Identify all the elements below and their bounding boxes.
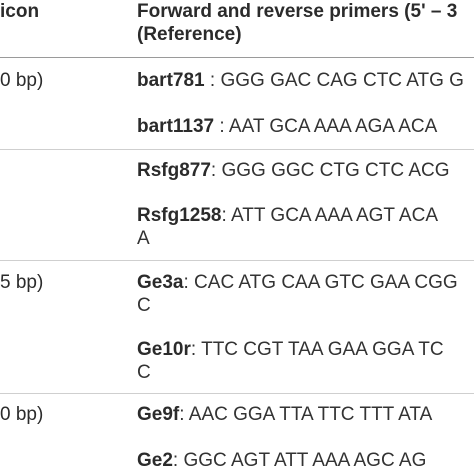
primer-separator: : <box>183 272 195 293</box>
primer-sequence-wrap: C <box>137 362 151 383</box>
primer-line: Ge10r: TTC CGT TAA GAA GGA TC <box>137 339 444 361</box>
amplicon-cell: 5 bp) <box>0 272 44 293</box>
primer-sequence: GGG GAC CAG CTC ATG G <box>220 70 464 91</box>
primer-sequence: CAC ATG CAA GTC GAA CGG <box>194 272 458 293</box>
primer-separator: : <box>221 205 232 226</box>
primer-separator: : <box>179 404 189 425</box>
primer-line: bart1137 : AAT GCA AAA AGA ACA <box>137 116 437 138</box>
primer-sequence: AAT GCA AAA AGA ACA <box>228 116 438 137</box>
row-divider <box>0 260 474 261</box>
primer-sequence-wrap: A <box>137 228 150 249</box>
primer-sequence: AAC GGA TTA TTC TTT ATA <box>188 404 433 425</box>
primer-separator: : <box>204 70 221 91</box>
primer-name: Rsfg877 <box>137 160 211 181</box>
row-divider <box>0 393 474 394</box>
primer-line: bart781 : GGG GAC CAG CTC ATG G <box>137 70 464 92</box>
primer-separator: : <box>214 116 229 137</box>
amplicon-cell: 0 bp) <box>0 404 44 425</box>
primer-separator: : <box>172 450 184 471</box>
primer-name: Ge3a <box>137 272 184 293</box>
primer-sequence: ATT GCA AAA AGT ACA <box>231 205 438 226</box>
header-divider <box>0 57 474 58</box>
primer-name: Ge2 <box>137 450 173 471</box>
header-primers-line1: Forward and reverse primers (5' – 3 <box>137 1 458 22</box>
header-primers-line2: (Reference) <box>137 24 242 45</box>
header-amplicon: icon <box>0 1 40 22</box>
primer-name: Ge10r <box>137 339 191 360</box>
primer-name: Ge9f <box>137 404 180 425</box>
primer-line: Ge2: GGC AGT ATT AAA AGC AG <box>137 450 426 472</box>
primer-separator: : <box>190 339 202 360</box>
primer-sequence: GGC AGT ATT AAA AGC AG <box>183 450 427 471</box>
primer-line: Ge3a: CAC ATG CAA GTC GAA CGG <box>137 272 458 294</box>
primer-line: Ge9f: AAC GGA TTA TTC TTT ATA <box>137 404 432 426</box>
primer-separator: : <box>210 160 222 181</box>
primer-line: Rsfg1258: ATT GCA AAA AGT ACA <box>137 205 438 227</box>
primer-line: Rsfg877: GGG GGC CTG CTC ACG <box>137 160 450 182</box>
primer-sequence: TTC CGT TAA GAA GGA TC <box>201 339 444 360</box>
primer-name: bart781 <box>137 70 205 91</box>
primer-name: bart1137 <box>137 116 215 137</box>
primer-name: Rsfg1258 <box>137 205 222 226</box>
row-divider <box>0 149 474 150</box>
amplicon-cell: 0 bp) <box>0 70 44 91</box>
primer-sequence: GGG GGC CTG CTC ACG <box>221 160 450 181</box>
primer-sequence-wrap: C <box>137 295 151 316</box>
